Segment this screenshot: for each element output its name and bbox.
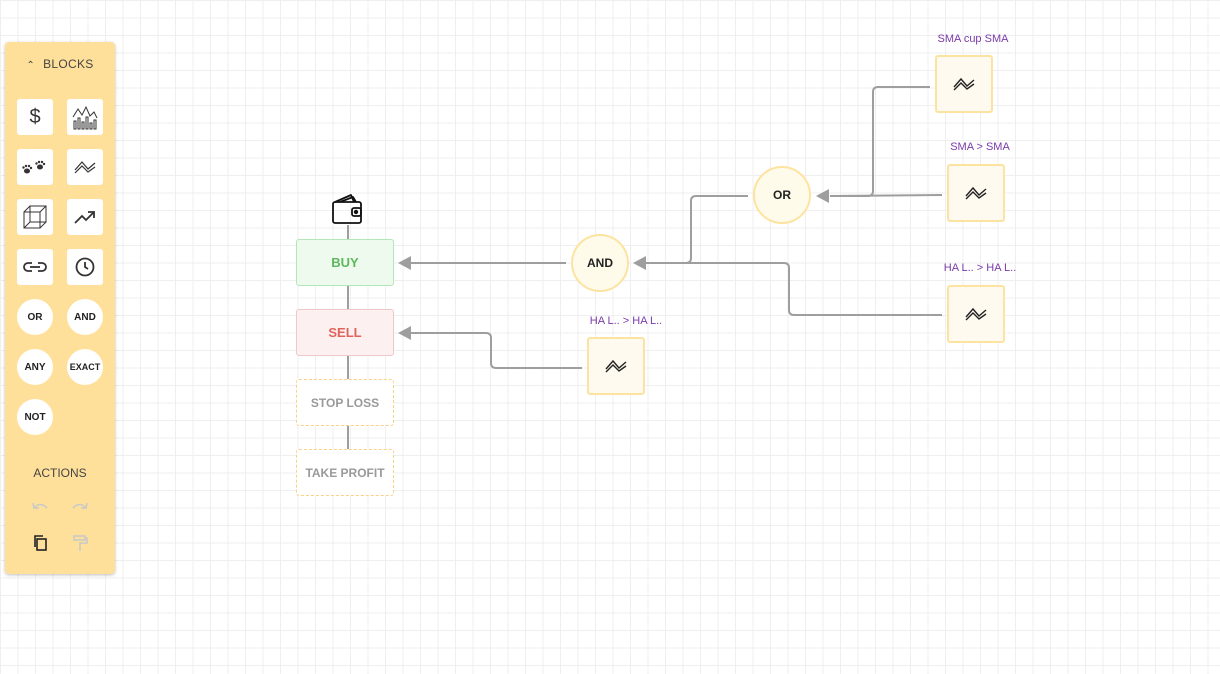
- indicator-node-ha-upper[interactable]: [947, 285, 1005, 343]
- indicator-icon: [953, 77, 975, 91]
- blocks-sidebar: ⌃BLOCKS $ OR AND ANY EXACT NOT AC: [5, 42, 115, 574]
- or-to-and-connector: [646, 195, 748, 264]
- sell-node[interactable]: SELL: [296, 309, 394, 356]
- blocks-header[interactable]: ⌃ BLOCKS: [5, 57, 115, 71]
- indicator-node-sma-gt[interactable]: [947, 164, 1005, 222]
- clock-icon: [75, 257, 95, 277]
- indicator-label-sma-cup: SMA cup SMA: [937, 33, 1009, 45]
- indicator-node-ha-lower[interactable]: [587, 337, 645, 395]
- copy-icon: [34, 535, 47, 551]
- arrow-head: [816, 189, 829, 203]
- arrow-head: [633, 256, 646, 270]
- copy-button[interactable]: [28, 531, 52, 555]
- exact-block-button[interactable]: EXACT: [67, 349, 103, 385]
- indicator-icon: [965, 186, 987, 200]
- time-block-button[interactable]: [67, 249, 103, 285]
- indicator-label-ha-upper: HA L.. > HA L..: [943, 262, 1017, 274]
- cube-block-button[interactable]: [17, 199, 53, 235]
- redo-icon: [72, 502, 88, 509]
- trend-block-button[interactable]: [67, 199, 103, 235]
- paw-icon: [22, 160, 46, 174]
- indicator-icon: [74, 161, 96, 174]
- arrow-head: [398, 256, 411, 270]
- link-icon: [23, 262, 47, 272]
- undo-button[interactable]: [28, 494, 52, 518]
- indicator-label-ha-lower: HA L.. > HA L..: [589, 315, 663, 327]
- ha-to-and-connector: [646, 262, 942, 316]
- arrow-head: [398, 326, 411, 340]
- undo-icon: [32, 502, 48, 509]
- actions-title: ACTIONS: [33, 466, 87, 480]
- sma-to-or-connector: [829, 194, 943, 197]
- take-profit-node[interactable]: TAKE PROFIT: [296, 449, 394, 496]
- chevron-up-icon: ⌃: [26, 60, 36, 71]
- any-block-button[interactable]: ANY: [17, 349, 53, 385]
- format-painter-button[interactable]: [68, 531, 92, 555]
- indicator-to-sell-connector: [410, 332, 582, 369]
- price-block-button[interactable]: $: [17, 99, 53, 135]
- or-gate-node[interactable]: OR: [753, 166, 811, 224]
- trending-up-icon: [74, 211, 95, 224]
- indicator-icon: [605, 359, 627, 373]
- redo-button[interactable]: [68, 494, 92, 518]
- and-gate-node[interactable]: AND: [571, 234, 629, 292]
- volume-block-button[interactable]: [67, 99, 103, 135]
- indicator-node-sma-cup[interactable]: [935, 55, 993, 113]
- cube-icon: [23, 205, 47, 229]
- pattern-block-button[interactable]: [17, 149, 53, 185]
- wallet-icon: [332, 194, 362, 224]
- blocks-title: BLOCKS: [43, 57, 94, 71]
- buy-node[interactable]: BUY: [296, 239, 394, 286]
- indicator-label-sma-gt: SMA > SMA: [950, 141, 1010, 153]
- and-block-button[interactable]: AND: [67, 299, 103, 335]
- bar-chart-icon: [72, 105, 98, 130]
- indicator-block-button[interactable]: [67, 149, 103, 185]
- indicator-icon: [965, 307, 987, 321]
- sma-cup-to-or-connector: [830, 86, 930, 197]
- stop-loss-node[interactable]: STOP LOSS: [296, 379, 394, 426]
- link-block-button[interactable]: [17, 249, 53, 285]
- dollar-icon: $: [29, 105, 41, 128]
- paint-roller-icon: [73, 535, 88, 551]
- or-block-button[interactable]: OR: [17, 299, 53, 335]
- not-block-button[interactable]: NOT: [17, 399, 53, 435]
